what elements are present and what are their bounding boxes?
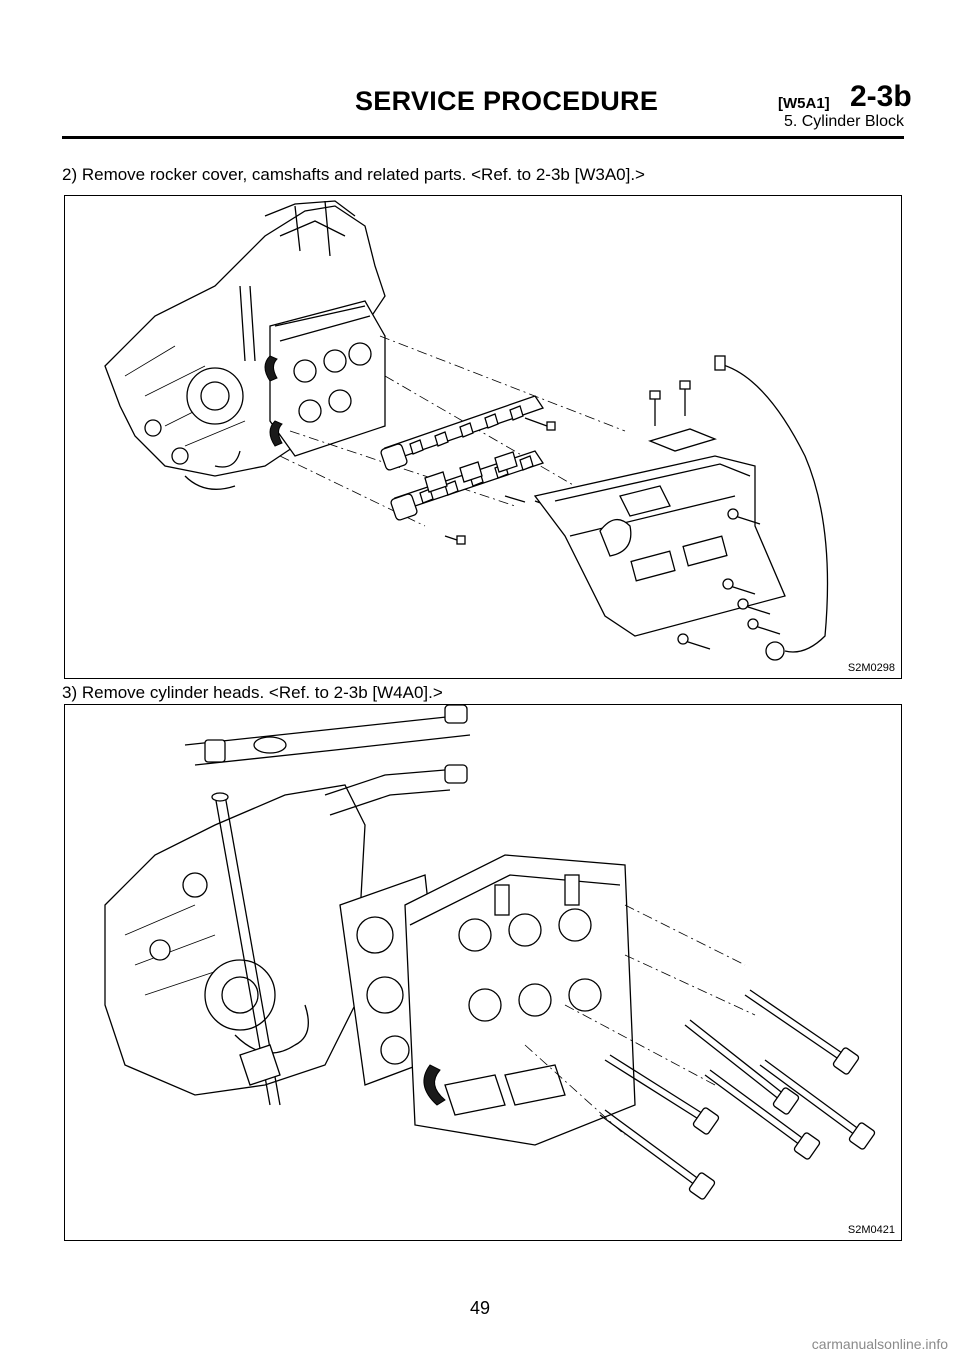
section-number: 2-3b	[850, 80, 912, 113]
rocker-cover-camshaft-exploded-illustration	[104, 200, 829, 661]
page-number: 49	[469, 1298, 491, 1318]
section-subtitle: 5. Cylinder Block	[783, 113, 904, 130]
figure-cylinder-heads: S2M0421	[64, 704, 902, 1241]
watermark: carmanualsonline.info	[811, 1336, 948, 1352]
cylinder-head-removal-illustration	[104, 705, 876, 1200]
figure-rocker-cover-camshafts: S2M0298	[64, 195, 902, 679]
figure-code: S2M0421	[847, 1224, 895, 1236]
procedure-code: [W5A1]	[778, 95, 830, 112]
step-2-text: 2) Remove rocker cover, camshafts and re…	[62, 165, 645, 184]
header-divider	[62, 136, 904, 139]
page-header: SERVICE PROCEDURE [W5A1] 2-3b 5. Cylinde…	[0, 0, 960, 140]
page-title: SERVICE PROCEDURE	[355, 86, 659, 116]
step-3-text: 3) Remove cylinder heads. <Ref. to 2-3b …	[62, 683, 443, 702]
figure-code: S2M0298	[847, 662, 895, 674]
